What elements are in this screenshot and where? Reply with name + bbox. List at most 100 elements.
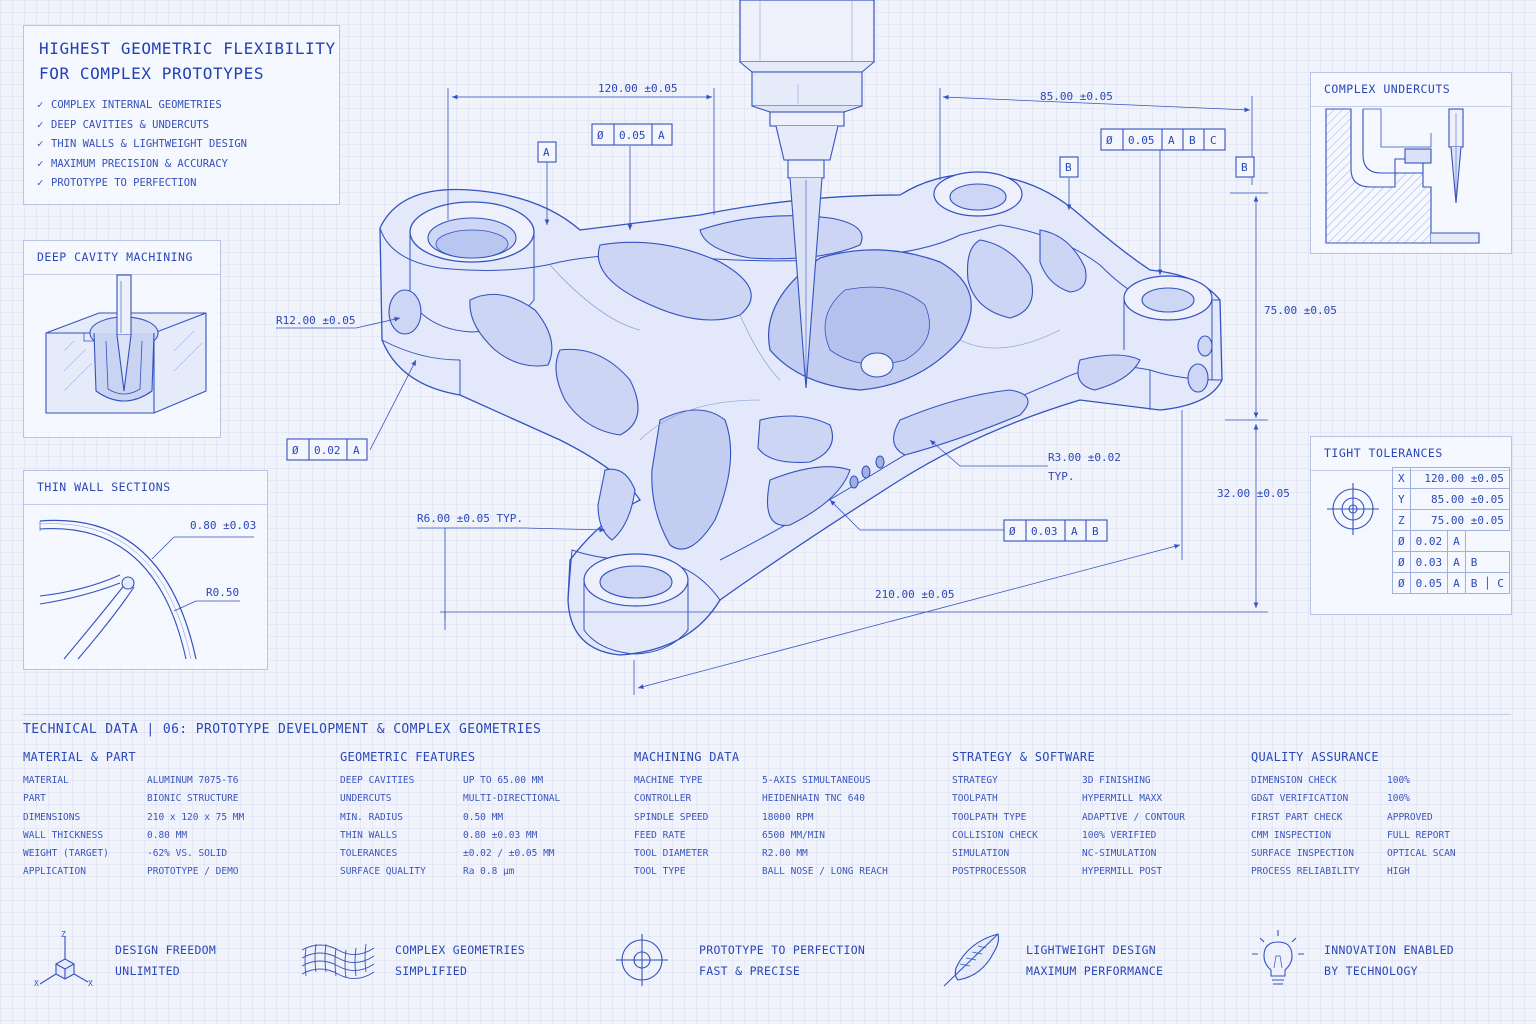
frame-tolerance: 0.05 — [1409, 572, 1449, 594]
tech-value: MULTI-DIRECTIONAL — [463, 793, 561, 805]
dim-width-top: 85.00 ±0.05 — [1040, 90, 1113, 103]
checklist-item: ✓THIN WALLS & LIGHTWEIGHT DESIGN — [37, 135, 247, 155]
tech-column-heading: MATERIAL & PART — [23, 750, 136, 764]
headline-title-line1: HIGHEST GEOMETRIC FLEXIBILITY — [39, 39, 336, 58]
bionic-part — [379, 171, 1223, 656]
datum-b-marker-right: B — [1235, 156, 1255, 178]
datum-b-label: B — [1241, 161, 1248, 174]
tech-value: OPTICAL SCAN — [1387, 848, 1456, 860]
feature-prototype: PROTOTYPE TO PERFECTION FAST & PRECISE — [612, 928, 872, 990]
tech-value: ALUMINUM 7075-T6 — [147, 775, 239, 786]
frame-datum-pair: B │ C — [1464, 572, 1510, 594]
checklist-item: ✓PROTOTYPE TO PERFECTION — [37, 174, 247, 194]
thin-wall-illustration: 0.80 ±0.03 R0.50 — [39, 519, 256, 660]
feature-text: INNOVATION ENABLED BY TECHNOLOGY — [1324, 940, 1454, 982]
dim-length-top: 120.00 ±0.05 — [598, 82, 677, 95]
checklist-item: ✓MAXIMUM PRECISION & ACCURACY — [37, 155, 247, 175]
fcf-datum: A — [1071, 525, 1078, 538]
tech-value: HIGH — [1387, 866, 1410, 878]
target-icon — [1327, 483, 1379, 535]
dim-base-height: 32.00 ±0.05 — [1217, 487, 1290, 500]
tech-value: NC-SIMULATION — [1082, 848, 1157, 860]
tech-column-heading: GEOMETRIC FEATURES — [340, 750, 476, 764]
position-symbol: Ø — [597, 129, 604, 142]
thin-wall-title: THIN WALL SECTIONS — [37, 480, 171, 494]
thin-wall-thickness-dim: 0.80 ±0.03 — [190, 519, 256, 532]
feature-line2: MAXIMUM PERFORMANCE — [1026, 964, 1164, 978]
feature-line2: SIMPLIFIED — [395, 964, 468, 978]
tech-key: PROCESS RELIABILITY — [1251, 866, 1360, 878]
tech-row: WEIGHT (TARGET)-62% VS. SOLID — [23, 845, 244, 863]
tech-value: ADAPTIVE / CONTOUR — [1082, 811, 1185, 823]
feature-checklist: ✓COMPLEX INTERNAL GEOMETRIES ✓DEEP CAVIT… — [37, 96, 247, 194]
check-icon: ✓ — [37, 99, 44, 111]
tech-key: WEIGHT (TARGET) — [23, 848, 109, 860]
feature-innovation: INNOVATION ENABLED BY TECHNOLOGY — [1248, 928, 1488, 990]
tech-row: PROCESS RELIABILITY HIGH — [1251, 863, 1456, 881]
position-symbol: Ø — [292, 444, 299, 457]
tech-value: HEIDENHAIN TNC 640 — [762, 793, 865, 805]
radius-r3-typ-label: TYP. — [1048, 470, 1075, 483]
radius-r12-label: R12.00 ±0.05 — [276, 314, 355, 327]
position-symbol: Ø — [1106, 134, 1113, 147]
panel-divider — [1311, 106, 1511, 107]
fcf-tolerance: 0.02 — [314, 444, 341, 457]
axis-x-label: X — [88, 979, 93, 988]
dim-height: 75.00 ±0.05 — [1264, 304, 1337, 317]
tech-value: 0.50 MM — [463, 811, 504, 823]
feature-text: COMPLEX GEOMETRIES SIMPLIFIED — [395, 940, 525, 982]
frame-datum: A — [1447, 572, 1466, 594]
feature-text: PROTOTYPE TO PERFECTION FAST & PRECISE — [699, 940, 865, 982]
radius-r3-label: R3.00 ±0.02 — [1048, 451, 1121, 464]
tech-key: POSTPROCESSOR — [952, 866, 1027, 878]
tech-value: 3D FINISHING — [1082, 775, 1151, 786]
checklist-item-label: DEEP CAVITIES & UNDERCUTS — [51, 118, 210, 131]
tech-value: 5-AXIS SIMULTANEOUS — [762, 775, 871, 786]
radius-r6-label: R6.00 ±0.05 TYP. — [417, 512, 523, 525]
tech-key: FEED RATE — [634, 829, 686, 841]
feature-design-freedom: Z X X DESIGN FREEDOM UNLIMITED — [30, 928, 250, 990]
tech-data-title: TECHNICAL DATA | 06: PROTOTYPE DEVELOPME… — [23, 722, 542, 737]
tech-key: TOOL DIAMETER — [634, 848, 709, 860]
checklist-item: ✓COMPLEX INTERNAL GEOMETRIES — [37, 96, 247, 116]
tech-key: MIN. RADIUS — [340, 811, 403, 823]
tech-value: 18000 RPM — [762, 811, 814, 823]
main-part-drawing: 120.00 ±0.05 85.00 ±0.05 75.00 ±0.05 32.… — [276, 0, 1337, 695]
deep-cavity-panel: DEEP CAVITY MACHINING — [23, 240, 221, 438]
check-icon: ✓ — [37, 157, 44, 170]
tech-key: PART — [23, 793, 46, 805]
frame-datum: B — [1470, 576, 1478, 590]
feature-line2: FAST & PRECISE — [699, 964, 801, 978]
tech-row: TOLERANCES±0.02 / ±0.05 MM — [340, 845, 560, 863]
tech-value: APPROVED — [1387, 811, 1433, 823]
tolerance-value: 85.00 ±0.05 — [1409, 488, 1510, 510]
headline-panel: HIGHEST GEOMETRIC FLEXIBILITY FOR COMPLE… — [23, 25, 340, 205]
fcf-datum: A — [1168, 134, 1175, 147]
tech-value: FULL REPORT — [1387, 829, 1450, 841]
checklist-item: ✓DEEP CAVITIES & UNDERCUTS — [37, 116, 247, 136]
tech-value: 0.80 ±0.03 MM — [463, 829, 538, 841]
fcf-datum: A — [353, 444, 360, 457]
feature-line1: INNOVATION ENABLED — [1324, 943, 1455, 957]
tech-key: DIMENSIONS — [23, 811, 81, 823]
undercuts-title: COMPLEX UNDERCUTS — [1324, 82, 1451, 96]
tolerance-value: 120.00 ±0.05 — [1409, 467, 1510, 489]
